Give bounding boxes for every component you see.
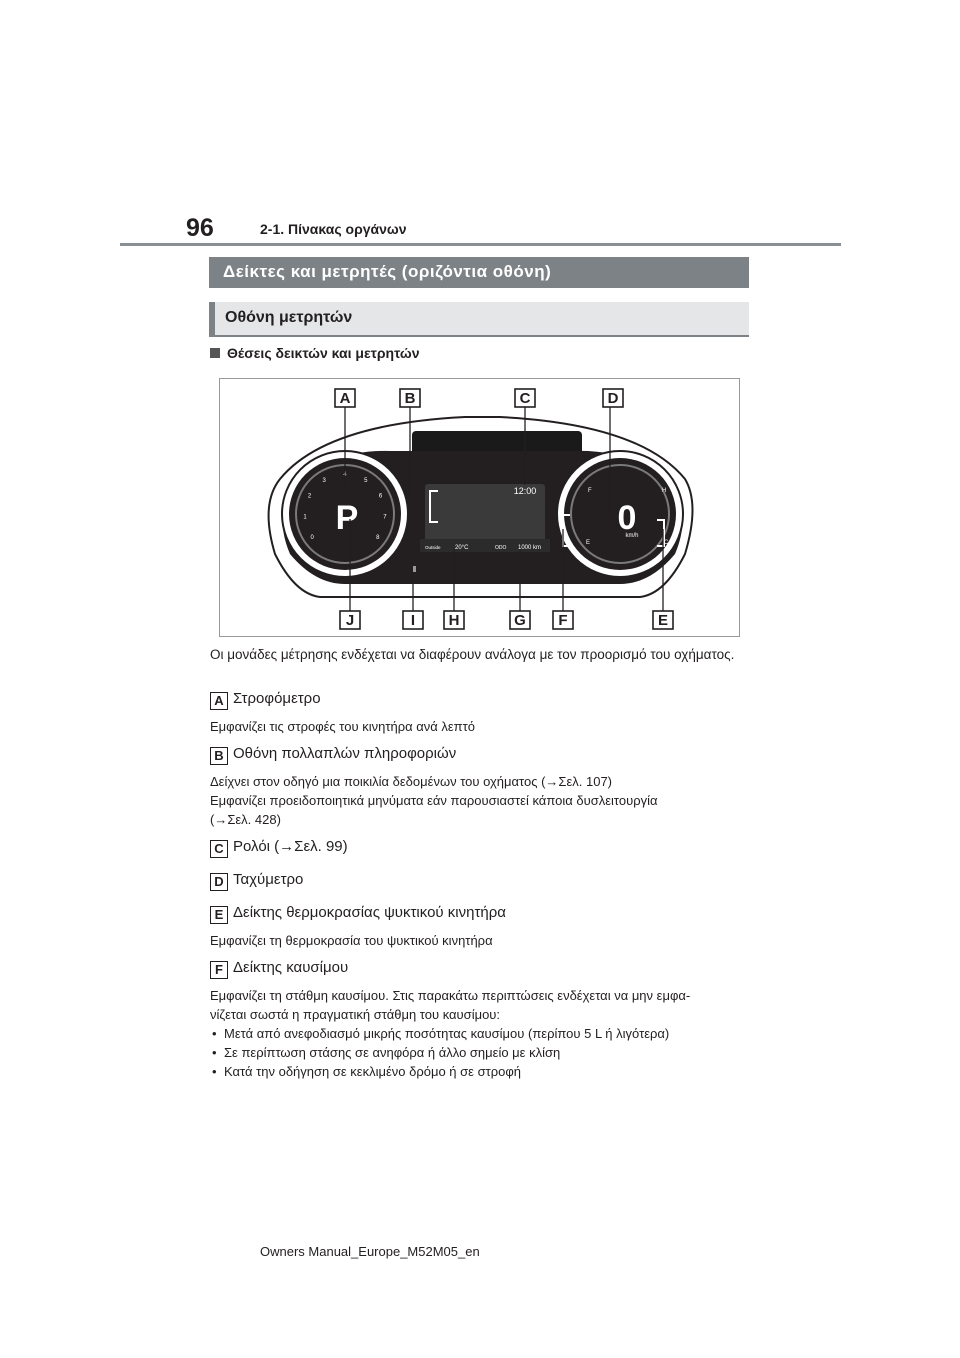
tach-number: 8 <box>376 535 380 541</box>
item-E-title: E Δείκτης θερμοκρασίας ψυκτικού κινητήρα <box>210 904 755 931</box>
title-bar: Δείκτες και μετρητές (οριζόντια οθόνη) <box>209 257 749 288</box>
subtitle-bar: Οθόνη μετρητών <box>209 302 749 335</box>
item-B-title: B Οθόνη πολλαπλών πληροφοριών <box>210 745 755 772</box>
item-title: Στροφόμετρο <box>233 690 321 707</box>
title-text: Δείκτες και μετρητές (οριζόντια οθόνη) <box>223 262 552 281</box>
tach-number: 0 <box>311 535 315 541</box>
callout-J: J <box>339 610 361 630</box>
subtitle-rule <box>209 335 749 337</box>
temp-cold-mark: C <box>664 540 669 546</box>
tach-number: 2 <box>308 494 312 500</box>
callout-F: F <box>552 610 574 630</box>
item-title: Ρολόι (→Σελ. 99) <box>233 838 348 855</box>
callout-G: G <box>509 610 531 630</box>
fuel-full-mark: F <box>588 488 592 494</box>
callout-letter: C <box>520 390 531 407</box>
item-C-title: C Ρολόι (→Σελ. 99) <box>210 838 755 865</box>
callout-letter: J <box>346 612 354 629</box>
callout-letter: E <box>658 612 668 629</box>
item-title: Δείκτης θερμοκρασίας ψυκτικού κινητήρα <box>233 904 506 921</box>
temp-hot-mark: H <box>662 488 666 494</box>
item-A-desc: Εμφανίζει τις στροφές του κινητήρα ανά λ… <box>210 719 475 734</box>
item-title: Ταχύμετρο <box>233 871 304 888</box>
label-box: D <box>210 873 228 891</box>
tach-number: 3 <box>323 478 327 484</box>
bullet-heading: Θέσεις δεικτών και μετρητών <box>210 345 420 361</box>
label-box: E <box>210 906 228 924</box>
item-A-title: A Στροφόμετρο <box>210 690 755 717</box>
speed-unit: km/h <box>625 533 638 539</box>
item-F-desc-line: Εμφανίζει τη στάθμη καυσίμου. Στις παρακ… <box>210 988 691 1003</box>
callout-H: H <box>443 610 465 630</box>
list-item: Μετά από ανεφοδιασμό μικρής ποσότητας κα… <box>210 1024 755 1043</box>
instrument-cluster-illustration: 12:00 Outside 20°C ODO 1000 km 012345678… <box>267 388 694 630</box>
item-B-desc-line: Δείχνει στον οδηγό μια ποικιλία δεδομένω… <box>210 774 613 789</box>
callout-E: E <box>652 610 674 630</box>
label-box: B <box>210 747 228 765</box>
odo-value: 1000 km <box>518 545 541 551</box>
callout-letter: H <box>449 612 460 629</box>
label-box: C <box>210 840 228 858</box>
item-title: Οθόνη πολλαπλών πληροφοριών <box>233 745 457 762</box>
label-box: F <box>210 961 228 979</box>
callout-D: D <box>602 388 624 408</box>
item-B-desc-line: (→Σελ. 428) <box>210 812 281 827</box>
tach-number: 5 <box>364 478 368 484</box>
callout-letter: G <box>514 612 526 629</box>
square-bullet-icon <box>210 348 220 358</box>
tach-number: 6 <box>379 494 383 500</box>
list-item: Σε περίπτωση στάσης σε ανηφόρα ή άλλο ση… <box>210 1043 755 1062</box>
list-item: Κατά την οδήγηση σε κεκλιμένο δρόμο ή σε… <box>210 1062 755 1081</box>
tach-number: 7 <box>383 515 387 521</box>
header-rule <box>120 243 841 246</box>
speed-value: 0 <box>618 499 637 537</box>
fuel-empty-mark: E <box>586 540 590 546</box>
item-F-desc-line: νίζεται σωστά η πραγματική στάθμη του κα… <box>210 1007 501 1022</box>
outside-temp: 20°C <box>455 545 469 551</box>
callout-A: A <box>334 388 356 408</box>
section-title: 2-1. Πίνακας οργάνων <box>260 221 407 237</box>
label-box: A <box>210 692 228 710</box>
footer: Owners Manual_Europe_M52M05_en <box>260 1244 480 1259</box>
clock-display: 12:00 <box>514 486 537 496</box>
callout-letter: B <box>405 390 416 407</box>
note-text: Οι μονάδες μέτρησης ενδέχεται να διαφέρο… <box>210 647 735 662</box>
fuel-conditions-list: Μετά από ανεφοδιασμό μικρής ποσότητας κα… <box>210 1024 755 1081</box>
page-number: 96 <box>186 214 214 242</box>
bullet-heading-text: Θέσεις δεικτών και μετρητών <box>227 345 420 361</box>
gear-indicator: P <box>336 499 359 537</box>
outside-label: Outside <box>425 545 441 550</box>
item-D-title: D Ταχύμετρο <box>210 871 755 898</box>
item-list: A Στροφόμετρο Εμφανίζει τις στροφές του κ… <box>210 690 755 1081</box>
tach-number: 1 <box>303 515 307 521</box>
callout-letter: A <box>340 390 351 407</box>
callout-letter: I <box>411 612 415 629</box>
callout-letter: D <box>608 390 619 407</box>
odo-label: ODO <box>495 545 507 551</box>
item-F-title: F Δείκτης καυσίμου <box>210 959 755 986</box>
callout-I: I <box>402 610 424 630</box>
callout-C: C <box>514 388 536 408</box>
callout-letter: F <box>558 612 567 629</box>
item-E-desc: Εμφανίζει τη θερμοκρασία του ψυκτικού κι… <box>210 933 493 948</box>
subtitle-text: Οθόνη μετρητών <box>225 309 353 326</box>
item-title: Δείκτης καυσίμου <box>233 959 349 976</box>
callout-B: B <box>399 388 421 408</box>
item-B-desc-line: Εμφανίζει προειδοποιητικά μηνύματα εάν π… <box>210 793 658 808</box>
